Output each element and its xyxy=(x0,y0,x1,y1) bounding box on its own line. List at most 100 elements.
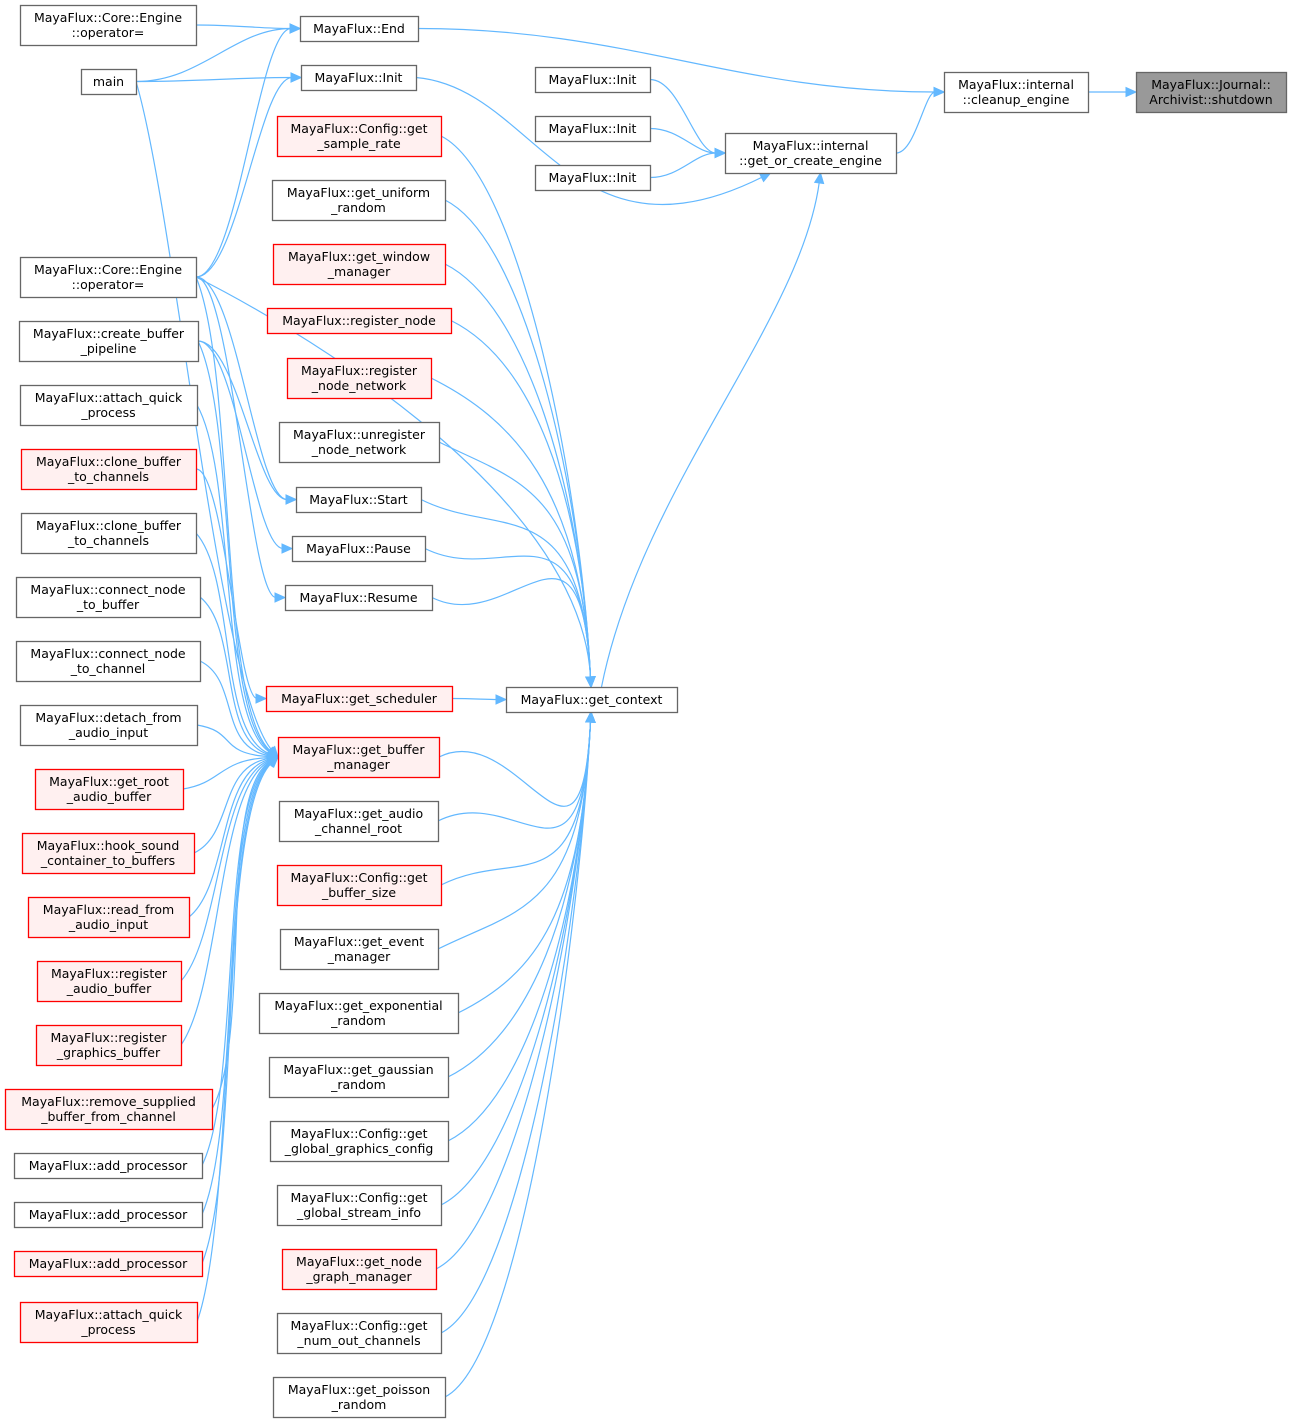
node-box xyxy=(534,115,652,143)
node-resume[interactable]: MayaFlux::Resume xyxy=(284,584,434,612)
node-label: MayaFlux::connect_node xyxy=(30,646,185,661)
node-label: _buffer_size xyxy=(321,885,396,900)
node-create-buffer-pipeline[interactable]: MayaFlux::create_buffer_pipeline xyxy=(18,320,200,363)
node-register-audio-buffer[interactable]: MayaFlux::register_audio_buffer xyxy=(36,960,183,1003)
node-cfg-stream-info[interactable]: MayaFlux::Config::get_global_stream_info xyxy=(276,1184,443,1227)
node-box xyxy=(534,66,652,94)
edge xyxy=(201,756,279,1215)
node-attach-quick-process-2[interactable]: MayaFlux::attach_quick_process xyxy=(19,1301,199,1344)
node-label: MayaFlux::get_context xyxy=(521,692,663,707)
node-label: MayaFlux::register_node xyxy=(282,313,436,328)
node-label: _buffer_from_channel xyxy=(40,1109,176,1124)
node-audio-channel-root[interactable]: MayaFlux::get_audio_channel_root xyxy=(278,800,440,843)
node-label: _random xyxy=(331,1397,387,1412)
node-connect-node-channel[interactable]: MayaFlux::connect_node_to_channel xyxy=(15,640,202,683)
node-box xyxy=(20,448,198,491)
node-attach-quick-process-1[interactable]: MayaFlux::attach_quick_process xyxy=(19,384,199,427)
node-node-graph-manager[interactable]: MayaFlux::get_node_graph_manager xyxy=(281,1248,438,1291)
edge-line xyxy=(600,181,820,688)
node-get-scheduler[interactable]: MayaFlux::get_scheduler xyxy=(265,685,454,713)
node-label: _graph_manager xyxy=(305,1269,412,1284)
node-label: _to_channels xyxy=(67,469,149,484)
edge xyxy=(195,276,279,758)
edge-line xyxy=(195,276,288,501)
node-box xyxy=(269,1120,450,1163)
edge-line xyxy=(895,91,936,154)
node-exponential-random[interactable]: MayaFlux::get_exponential_random xyxy=(258,992,460,1035)
node-main[interactable]: main xyxy=(80,68,138,96)
node-unregister-node-network[interactable]: MayaFlux::unregister_node_network xyxy=(278,421,441,464)
edge xyxy=(438,710,596,807)
node-root-audio-buffer[interactable]: MayaFlux::get_root_audio_buffer xyxy=(34,768,185,811)
node-init-b[interactable]: MayaFlux::Init xyxy=(534,115,652,143)
edge-line xyxy=(180,759,270,982)
edge xyxy=(447,710,596,1078)
edge-line xyxy=(649,127,717,154)
node-box xyxy=(13,1152,204,1180)
node-label: _container_to_buffers xyxy=(40,853,175,868)
node-init-main[interactable]: MayaFlux::Init xyxy=(300,64,418,92)
node-box xyxy=(266,307,453,335)
node-label: MayaFlux::Config::get xyxy=(291,1318,428,1333)
arrowhead-icon xyxy=(266,756,279,769)
node-event-manager[interactable]: MayaFlux::get_event_manager xyxy=(279,928,440,971)
node-pause[interactable]: MayaFlux::Pause xyxy=(291,535,427,563)
node-engine-op-2[interactable]: MayaFlux::Core::Engine::operator= xyxy=(19,256,198,299)
node-read-audio-input[interactable]: MayaFlux::read_from_audio_input xyxy=(27,896,191,939)
node-shutdown[interactable]: MayaFlux::Journal::Archivist::shutdown xyxy=(1135,71,1288,114)
node-cfg-graphics-config[interactable]: MayaFlux::Config::get_global_graphics_co… xyxy=(269,1120,450,1163)
edge-line xyxy=(438,441,592,679)
node-cfg-num-out-channels[interactable]: MayaFlux::Config::get_num_out_channels xyxy=(276,1312,443,1355)
node-label: _audio_buffer xyxy=(66,789,152,804)
node-add-processor-1[interactable]: MayaFlux::add_processor xyxy=(13,1152,204,1180)
node-box xyxy=(36,960,183,1003)
edge-line xyxy=(197,340,284,550)
node-end[interactable]: MayaFlux::End xyxy=(299,15,420,43)
edge xyxy=(1088,86,1138,98)
arrowhead-icon xyxy=(495,694,508,705)
edge xyxy=(195,276,287,603)
node-label: MayaFlux::register xyxy=(51,966,168,981)
edge-line xyxy=(193,757,270,854)
node-register-node-network[interactable]: MayaFlux::register_node_network xyxy=(286,357,433,400)
node-add-processor-2[interactable]: MayaFlux::add_processor xyxy=(13,1201,204,1229)
node-label: MayaFlux::remove_supplied xyxy=(21,1094,196,1109)
node-add-processor-3[interactable]: MayaFlux::add_processor xyxy=(13,1250,204,1278)
node-window-manager[interactable]: MayaFlux::get_window_manager xyxy=(272,243,447,286)
node-uniform-random[interactable]: MayaFlux::get_uniform_random xyxy=(271,179,447,222)
node-connect-node-buffer[interactable]: MayaFlux::connect_node_to_buffer xyxy=(15,576,202,619)
node-register-node[interactable]: MayaFlux::register_node xyxy=(266,307,453,335)
edge-line xyxy=(135,76,293,83)
node-box xyxy=(276,864,443,907)
node-get-context[interactable]: MayaFlux::get_context xyxy=(505,686,679,714)
node-engine-op-1[interactable]: MayaFlux::Core::Engine::operator= xyxy=(19,4,198,47)
node-remove-supplied-buffer[interactable]: MayaFlux::remove_supplied_buffer_from_ch… xyxy=(4,1088,214,1131)
node-register-graphics-buffer[interactable]: MayaFlux::register_graphics_buffer xyxy=(35,1024,183,1067)
node-label: MayaFlux::clone_buffer xyxy=(36,518,182,533)
edge-line xyxy=(199,596,270,756)
node-detach-audio-input[interactable]: MayaFlux::detach_from_audio_input xyxy=(19,704,199,747)
node-init-a[interactable]: MayaFlux::Init xyxy=(534,66,652,94)
node-label: MayaFlux::get_window xyxy=(288,249,430,264)
node-get-buffer-manager[interactable]: MayaFlux::get_buffer_manager xyxy=(277,736,441,779)
node-get-or-create-engine[interactable]: MayaFlux::internal::get_or_create_engine xyxy=(724,132,898,175)
node-hook-sound-container[interactable]: MayaFlux::hook_sound_container_to_buffer… xyxy=(21,832,196,875)
node-init-c[interactable]: MayaFlux::Init xyxy=(534,164,652,192)
edge xyxy=(444,710,596,1398)
node-cleanup-engine[interactable]: MayaFlux::internal::cleanup_engine xyxy=(943,71,1090,114)
node-cfg-sample-rate[interactable]: MayaFlux::Config::get_sample_rate xyxy=(276,115,443,158)
node-cfg-buffer-size[interactable]: MayaFlux::Config::get_buffer_size xyxy=(276,864,443,907)
node-clone-buffer-1[interactable]: MayaFlux::clone_buffer_to_channels xyxy=(20,448,198,491)
node-clone-buffer-2[interactable]: MayaFlux::clone_buffer_to_channels xyxy=(20,512,198,555)
node-label: MayaFlux::connect_node xyxy=(30,582,185,597)
edge xyxy=(457,710,596,1014)
arrowhead-icon xyxy=(290,72,303,83)
node-poisson-random[interactable]: MayaFlux::get_poisson_random xyxy=(272,1376,447,1419)
node-label: MayaFlux::register xyxy=(50,1030,167,1045)
node-start[interactable]: MayaFlux::Start xyxy=(295,486,423,514)
edge-line xyxy=(431,578,592,679)
edge xyxy=(649,147,727,179)
arrowhead-icon xyxy=(1125,86,1138,98)
node-gaussian-random[interactable]: MayaFlux::get_gaussian_random xyxy=(268,1056,450,1099)
node-box xyxy=(4,1088,214,1131)
